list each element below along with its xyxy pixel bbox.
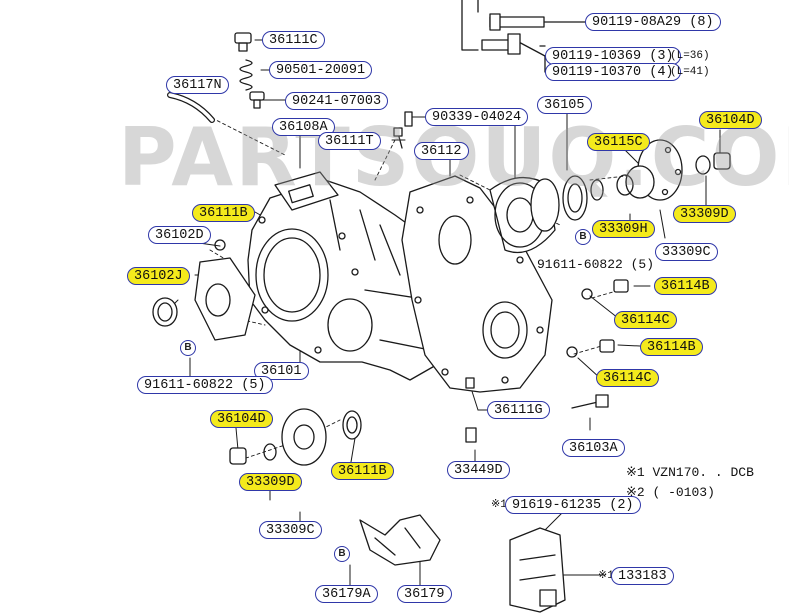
pin-icon — [465, 377, 477, 443]
part-callout-33309d-bottom[interactable]: 33309D — [239, 473, 302, 491]
transmission-mount-icon — [509, 527, 566, 613]
part-callout-90241-07003[interactable]: 90241-07003 — [285, 92, 389, 110]
part-callout-36108a[interactable]: 36108A — [272, 118, 335, 136]
part-callout-36111b-top[interactable]: 36111B — [192, 204, 255, 222]
oil-seal-icon — [562, 175, 604, 221]
part-callout-90119-08a29[interactable]: 90119-08A29 (8) — [585, 13, 721, 31]
b-reference-mark: B — [180, 340, 196, 356]
part-callout-33309h[interactable]: 33309H — [592, 220, 655, 238]
part-callout-36114c-top[interactable]: 36114C — [614, 311, 677, 329]
b-reference-mark: B — [575, 229, 591, 245]
part-callout-33449d[interactable]: 33449D — [447, 461, 510, 479]
part-callout-36111t[interactable]: 36111T — [318, 132, 381, 150]
plug-icon — [234, 32, 265, 109]
part-callout-36102d[interactable]: 36102D — [148, 226, 211, 244]
part-callout-36101[interactable]: 36101 — [254, 362, 309, 380]
part-callout-36111g[interactable]: 36111G — [487, 401, 550, 419]
part-callout-90119-10370[interactable]: 90119-10370 (4) — [545, 63, 681, 81]
length-range-36: (L=36) — [670, 50, 710, 62]
bolt-icon — [481, 13, 545, 55]
note-mark-1: ※1 — [491, 499, 507, 511]
date-note-0103: ※2 ( -0103) — [626, 485, 715, 500]
part-callout-36114b-bottom[interactable]: 36114B — [640, 338, 703, 356]
part-callout-36114b-top[interactable]: 36114B — [654, 277, 717, 295]
drain-plug-icon — [566, 279, 629, 358]
b-reference-mark: B — [334, 546, 350, 562]
part-callout-36111b-bottom[interactable]: 36111B — [331, 462, 394, 480]
extension-housing — [489, 176, 560, 254]
bolt-icon — [571, 394, 609, 409]
companion-flange-icon — [229, 408, 362, 466]
part-callout-36179[interactable]: 36179 — [397, 585, 452, 603]
bolt-icon — [393, 111, 413, 149]
part-callout-36102j[interactable]: 36102J — [127, 267, 190, 285]
part-callout-36104d-top[interactable]: 36104D — [699, 111, 762, 129]
part-callout-33309c-top[interactable]: 33309C — [655, 243, 718, 261]
part-callout-36103a[interactable]: 36103A — [562, 439, 625, 457]
part-callout-91619-61235[interactable]: 91619-61235 (2) — [505, 496, 641, 514]
front-bearing-retainer — [152, 239, 256, 341]
part-callout-36104d-bottom[interactable]: 36104D — [210, 410, 273, 428]
part-callout-91611-60822-bottom[interactable]: 91611-60822 (5) — [137, 376, 273, 394]
part-callout-36114c-bottom[interactable]: 36114C — [596, 369, 659, 387]
part-callout-33309c-bottom[interactable]: 33309C — [259, 521, 322, 539]
mounting-bracket-icon — [359, 514, 441, 566]
length-range-41: (L=41) — [670, 66, 710, 78]
note-mark-1: ※1 — [598, 570, 614, 582]
part-callout-36112[interactable]: 36112 — [414, 142, 469, 160]
part-callout-90339-04024[interactable]: 90339-04024 — [425, 108, 529, 126]
part-callout-36111c[interactable]: 36111C — [262, 31, 325, 49]
part-callout-36105[interactable]: 36105 — [537, 96, 592, 114]
part-label-91611-60822-top[interactable]: 91611-60822 (5) — [537, 257, 655, 272]
part-callout-36115c[interactable]: 36115C — [587, 133, 650, 151]
part-callout-133183[interactable]: 133183 — [611, 567, 674, 585]
part-callout-36179a[interactable]: 36179A — [315, 585, 378, 603]
part-callout-33309d-top[interactable]: 33309D — [673, 205, 736, 223]
companion-flange-icon — [616, 139, 731, 201]
part-callout-36117n[interactable]: 36117N — [166, 76, 229, 94]
transfer-case-cover — [401, 175, 553, 393]
breather-hose-icon — [167, 92, 215, 123]
model-note-vzn170: ※1 VZN170. . DCB — [626, 465, 754, 480]
part-callout-90501-20091[interactable]: 90501-20091 — [269, 61, 373, 79]
